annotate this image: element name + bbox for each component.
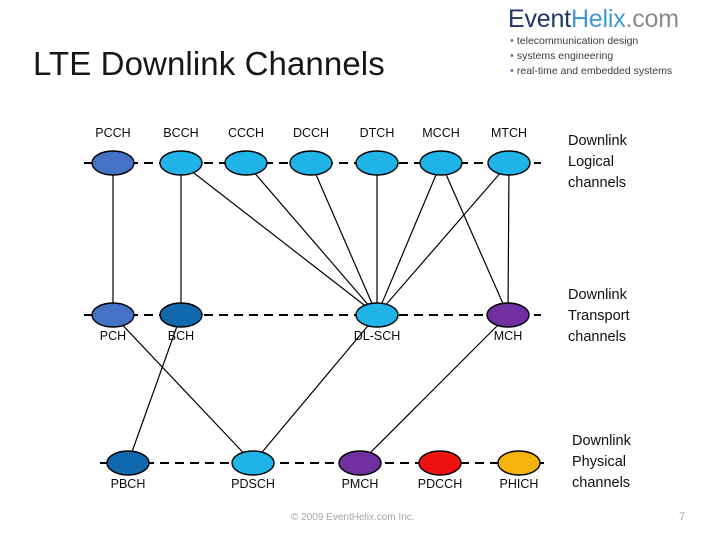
- channel-node-dcch[interactable]: [289, 150, 333, 176]
- channel-label-dtch: DTCH: [359, 126, 395, 140]
- footer-page-number: 7: [679, 511, 686, 523]
- row-caption-logical-line1: Downlink: [568, 133, 627, 149]
- row-caption-logical-line2: Logical: [568, 154, 614, 170]
- channel-nodes-group: [91, 150, 541, 476]
- connection-BCCH-to-DL-SCH: [180, 162, 378, 316]
- connection-MTCH-to-DL-SCH: [376, 162, 510, 316]
- axis-dashed-lines-group: [84, 162, 545, 464]
- brand-tagline-2: •systems engineering: [508, 49, 724, 64]
- connection-MCCH-to-DL-SCH: [376, 162, 442, 316]
- channel-node-mcch[interactable]: [419, 150, 463, 176]
- channel-node-bch[interactable]: [159, 302, 203, 328]
- channel-label-mch: MCH: [493, 329, 523, 343]
- row-caption-physical-line3: channels: [572, 475, 631, 491]
- row-caption-physical-line1: Downlink: [572, 433, 631, 449]
- channel-label-pbch: PBCH: [110, 477, 146, 491]
- channel-label-mtch: MTCH: [490, 126, 528, 140]
- brand-name-event: Event: [508, 5, 571, 33]
- channel-node-phich[interactable]: [497, 450, 541, 476]
- brand-tagline-2-text: systems engineering: [516, 50, 614, 62]
- row-caption-logical: Downlink Logical channels: [568, 131, 627, 194]
- connection-CCCH-to-DL-SCH: [245, 162, 378, 316]
- channel-label-bch: BCH: [167, 329, 195, 343]
- brand-title: EventHelix.com: [508, 4, 724, 34]
- channel-node-ccch[interactable]: [224, 150, 268, 176]
- channel-label-mcch: MCCH: [422, 126, 460, 140]
- bullet-dot-icon: •: [510, 35, 514, 47]
- channel-label-pdcch: PDCCH: [417, 477, 463, 491]
- brand-tagline-3-text: real-time and embedded systems: [516, 65, 673, 77]
- footer-copyright: © 2009 EventHelix.com Inc.: [291, 512, 415, 523]
- channel-node-dl-sch[interactable]: [355, 302, 399, 328]
- channel-node-bcch[interactable]: [159, 150, 203, 176]
- channel-label-dcch: DCCH: [292, 126, 330, 140]
- row-caption-transport-line1: Downlink: [568, 287, 627, 303]
- connection-MCH-to-PMCH: [359, 314, 509, 464]
- channel-label-dl-sch: DL-SCH: [353, 329, 401, 343]
- brand-name-helix: Helix: [570, 5, 626, 33]
- brand-tagline-3: •real-time and embedded systems: [508, 64, 724, 79]
- channel-node-mch[interactable]: [486, 302, 530, 328]
- channel-label-pch: PCH: [99, 329, 127, 343]
- connection-DL-SCH-to-PDSCH: [252, 314, 378, 464]
- row-caption-physical-line2: Physical: [572, 454, 626, 470]
- channel-label-pcch: PCCH: [95, 126, 131, 140]
- page-title: LTE Downlink Channels: [33, 45, 385, 82]
- connection-PCH-to-PDSCH: [112, 314, 254, 464]
- row-caption-transport-line2: Transport: [568, 308, 630, 324]
- row-caption-transport-line3: channels: [568, 329, 627, 345]
- connection-BCH-to-PBCH: [127, 314, 182, 464]
- connection-lines-group: [112, 162, 510, 464]
- connection-DCCH-to-DL-SCH: [310, 162, 378, 316]
- channel-node-pdsch[interactable]: [231, 450, 275, 476]
- channel-label-phich: PHICH: [499, 477, 539, 491]
- brand-tagline-1-text: telecommunication design: [516, 35, 639, 47]
- channel-label-pmch: PMCH: [341, 477, 379, 491]
- channel-node-pdcch[interactable]: [418, 450, 462, 476]
- row-caption-transport: Downlink Transport channels: [568, 285, 630, 348]
- channel-node-mtch[interactable]: [487, 150, 531, 176]
- brand-block: EventHelix.com •telecommunication design…: [508, 4, 724, 104]
- connection-MCCH-to-MCH: [440, 162, 509, 316]
- connection-MTCH-to-MCH: [507, 162, 510, 316]
- channel-label-ccch: CCCH: [227, 126, 265, 140]
- channel-node-dtch[interactable]: [355, 150, 399, 176]
- channel-label-pdsch: PDSCH: [231, 477, 275, 491]
- brand-tagline-1: •telecommunication design: [508, 34, 724, 49]
- channel-node-pbch[interactable]: [106, 450, 150, 476]
- bullet-dot-icon: •: [510, 50, 514, 62]
- row-caption-physical: Downlink Physical channels: [572, 431, 631, 494]
- row-caption-logical-line3: channels: [568, 175, 627, 191]
- channel-label-bcch: BCCH: [163, 126, 199, 140]
- channel-node-pch[interactable]: [91, 302, 135, 328]
- bullet-dot-icon: •: [510, 65, 514, 77]
- channel-node-pmch[interactable]: [338, 450, 382, 476]
- brand-name-com: .com: [625, 5, 680, 33]
- channel-node-pcch[interactable]: [91, 150, 135, 176]
